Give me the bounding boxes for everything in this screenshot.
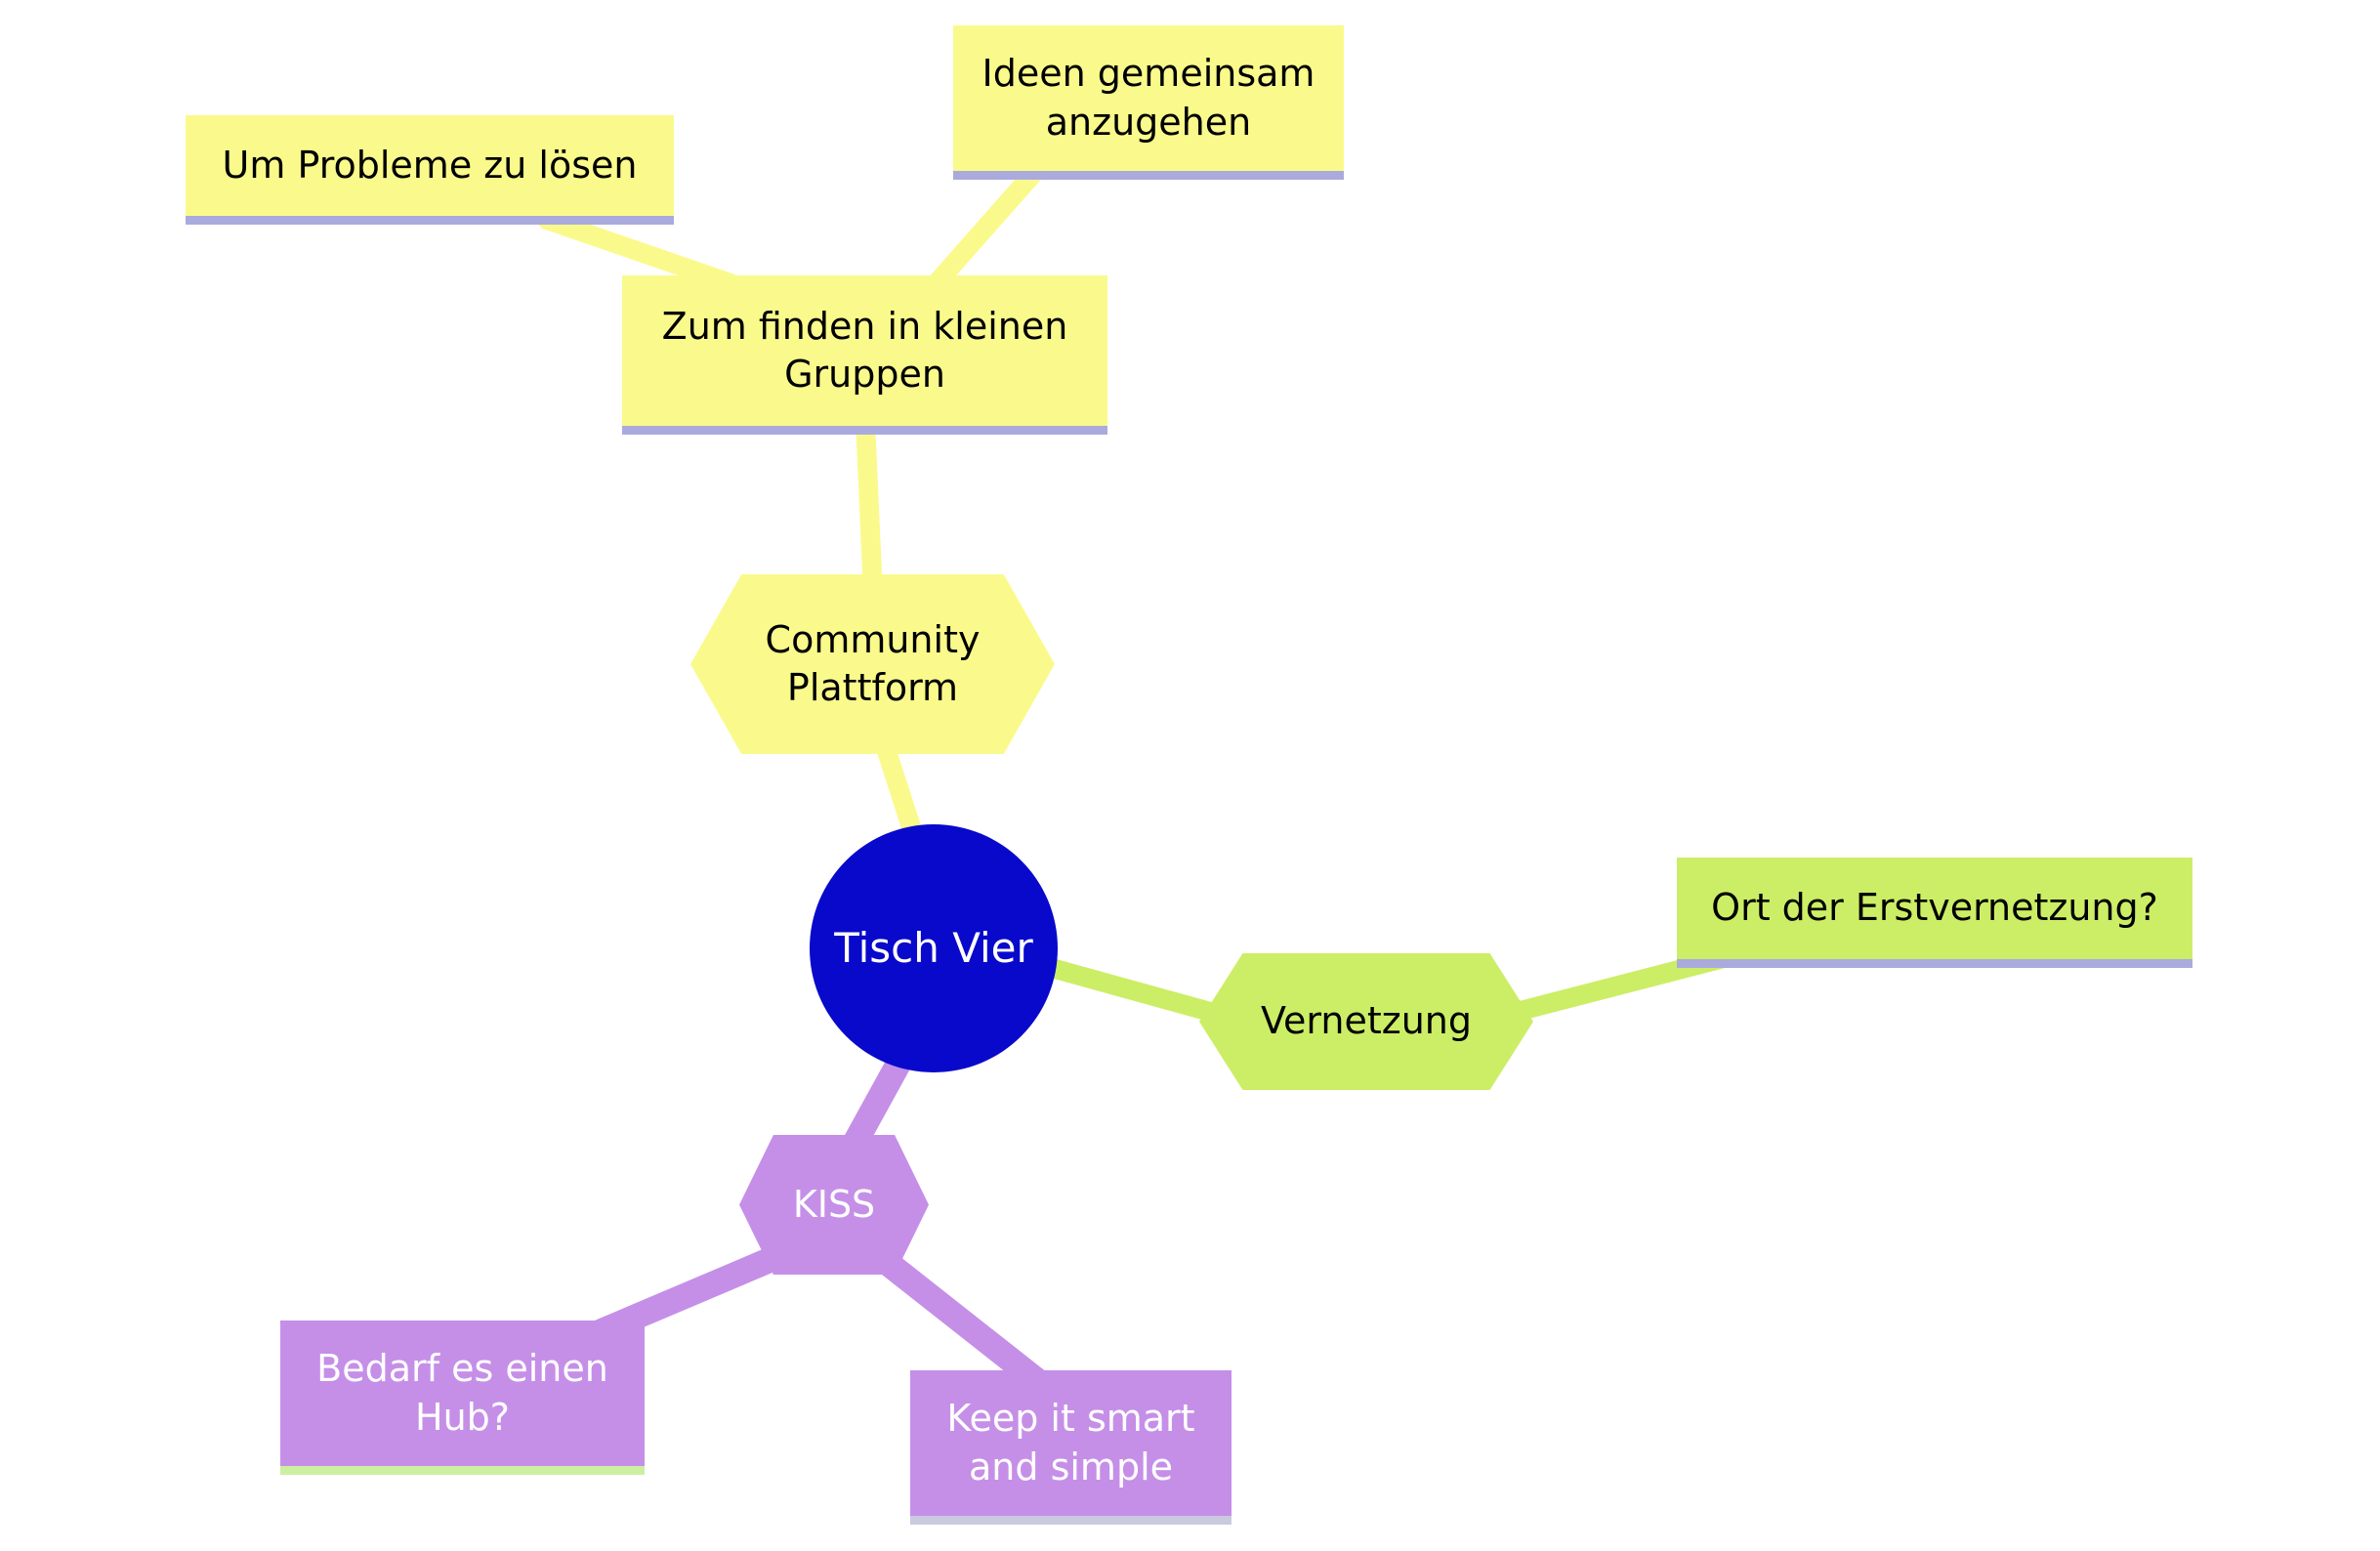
node-label: Ort der Erstvernetzung? [1711,886,2158,930]
node-kiss[interactable]: KISS [739,1135,929,1275]
node-community-plattform[interactable]: Community Plattform [690,574,1055,754]
node-um-probleme[interactable]: Um Probleme zu lösen [186,115,674,225]
node-label: Um Probleme zu lösen [222,143,638,187]
node-keep-it-smart[interactable]: Keep it smart and simple [910,1370,1232,1525]
node-label: Keep it smart and simple [946,1397,1195,1488]
edge-zumfinden-community [856,410,883,606]
node-bedarf-hub[interactable]: Bedarf es einen Hub? [280,1320,645,1475]
node-label: Ideen gemeinsam anzugehen [981,52,1315,144]
node-ideen-gemeinsam[interactable]: Ideen gemeinsam anzugehen [953,25,1344,180]
node-ort-der-erstvernetzung[interactable]: Ort der Erstvernetzung? [1677,858,2192,968]
node-tisch-vier-root[interactable]: Tisch Vier [810,824,1058,1072]
node-zum-finden[interactable]: Zum finden in kleinen Gruppen [622,275,1107,435]
edge-kiss-keep [871,1247,1058,1400]
node-label: Bedarf es einen Hub? [316,1347,608,1439]
node-label: Tisch Vier [834,923,1033,972]
node-label: Community Plattform [765,617,981,709]
node-label: KISS [792,1182,876,1226]
edge-zumfinden-ideen [918,158,1048,303]
node-vernetzung[interactable]: Vernetzung [1199,953,1533,1090]
node-label: Vernetzung [1261,999,1472,1043]
node-label: Zum finden in kleinen Gruppen [661,304,1068,396]
